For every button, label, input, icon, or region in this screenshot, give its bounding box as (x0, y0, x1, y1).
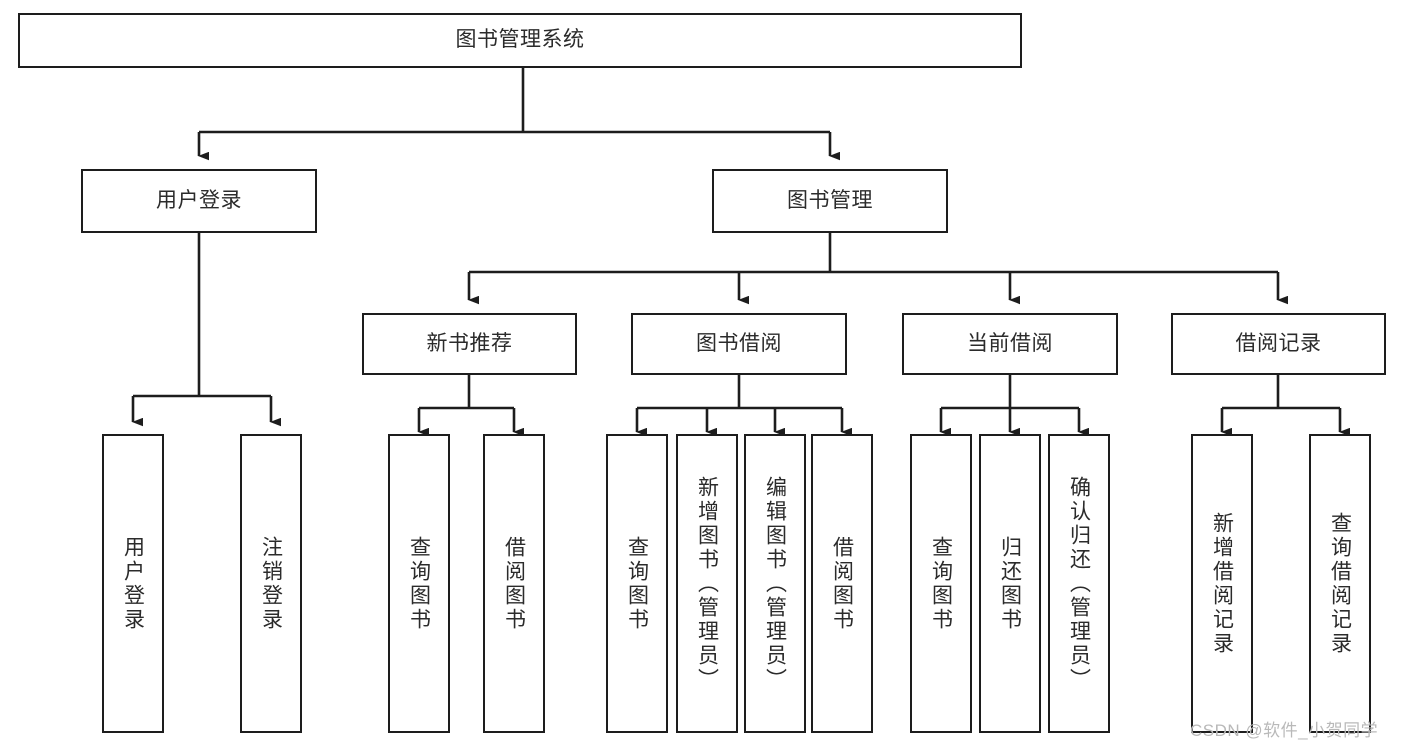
node-book-manage[interactable]: 图书管理 (712, 169, 948, 233)
leaf-book-borrow-add[interactable]: 新增图书（管理员） (676, 434, 738, 733)
leaf-current-borrow-return[interactable]: 归还图书 (979, 434, 1041, 733)
leaf-new-book-query[interactable]: 查询图书 (388, 434, 450, 733)
leaf-book-borrow-query-label: 查询图书 (625, 535, 649, 632)
node-current-borrow-label: 当前借阅 (967, 331, 1053, 355)
leaf-current-borrow-query[interactable]: 查询图书 (910, 434, 972, 733)
leaf-borrow-record-query[interactable]: 查询借阅记录 (1309, 434, 1371, 733)
leaf-book-borrow-borrow[interactable]: 借阅图书 (811, 434, 873, 733)
leaf-book-borrow-edit-label: 编辑图书（管理员） (763, 475, 787, 692)
leaf-book-borrow-edit[interactable]: 编辑图书（管理员） (744, 434, 806, 733)
node-current-borrow[interactable]: 当前借阅 (902, 313, 1118, 375)
node-book-borrow-label: 图书借阅 (696, 331, 782, 355)
leaf-borrow-record-query-label: 查询借阅记录 (1328, 511, 1352, 656)
leaf-borrow-record-add-label: 新增借阅记录 (1210, 511, 1234, 656)
node-root-system[interactable]: 图书管理系统 (18, 13, 1022, 68)
node-user-login[interactable]: 用户登录 (81, 169, 317, 233)
node-borrow-record[interactable]: 借阅记录 (1171, 313, 1386, 375)
node-new-book-recommend[interactable]: 新书推荐 (362, 313, 577, 375)
node-borrow-record-label: 借阅记录 (1235, 331, 1322, 355)
leaf-new-book-borrow[interactable]: 借阅图书 (483, 434, 545, 733)
node-book-borrow[interactable]: 图书借阅 (631, 313, 847, 375)
leaf-book-borrow-borrow-label: 借阅图书 (830, 535, 854, 632)
leaf-current-borrow-return-label: 归还图书 (998, 535, 1022, 632)
node-user-login-label: 用户登录 (156, 188, 242, 212)
leaf-new-book-borrow-label: 借阅图书 (502, 535, 526, 632)
leaf-user-login-login-label: 用户登录 (121, 535, 145, 632)
leaf-user-login-logout-label: 注销登录 (259, 535, 283, 632)
node-root-system-label: 图书管理系统 (455, 28, 585, 52)
leaf-book-borrow-add-label: 新增图书（管理员） (695, 475, 719, 692)
leaf-new-book-query-label: 查询图书 (407, 535, 431, 632)
leaf-borrow-record-add[interactable]: 新增借阅记录 (1191, 434, 1253, 733)
leaf-user-login-login[interactable]: 用户登录 (102, 434, 164, 733)
leaf-book-borrow-query[interactable]: 查询图书 (606, 434, 668, 733)
leaf-current-borrow-confirm-label: 确认归还（管理员） (1067, 475, 1091, 692)
leaf-current-borrow-query-label: 查询图书 (929, 535, 953, 632)
node-new-book-recommend-label: 新书推荐 (426, 331, 513, 355)
leaf-user-login-logout[interactable]: 注销登录 (240, 434, 302, 733)
leaf-current-borrow-confirm[interactable]: 确认归还（管理员） (1048, 434, 1110, 733)
node-book-manage-label: 图书管理 (787, 188, 873, 212)
